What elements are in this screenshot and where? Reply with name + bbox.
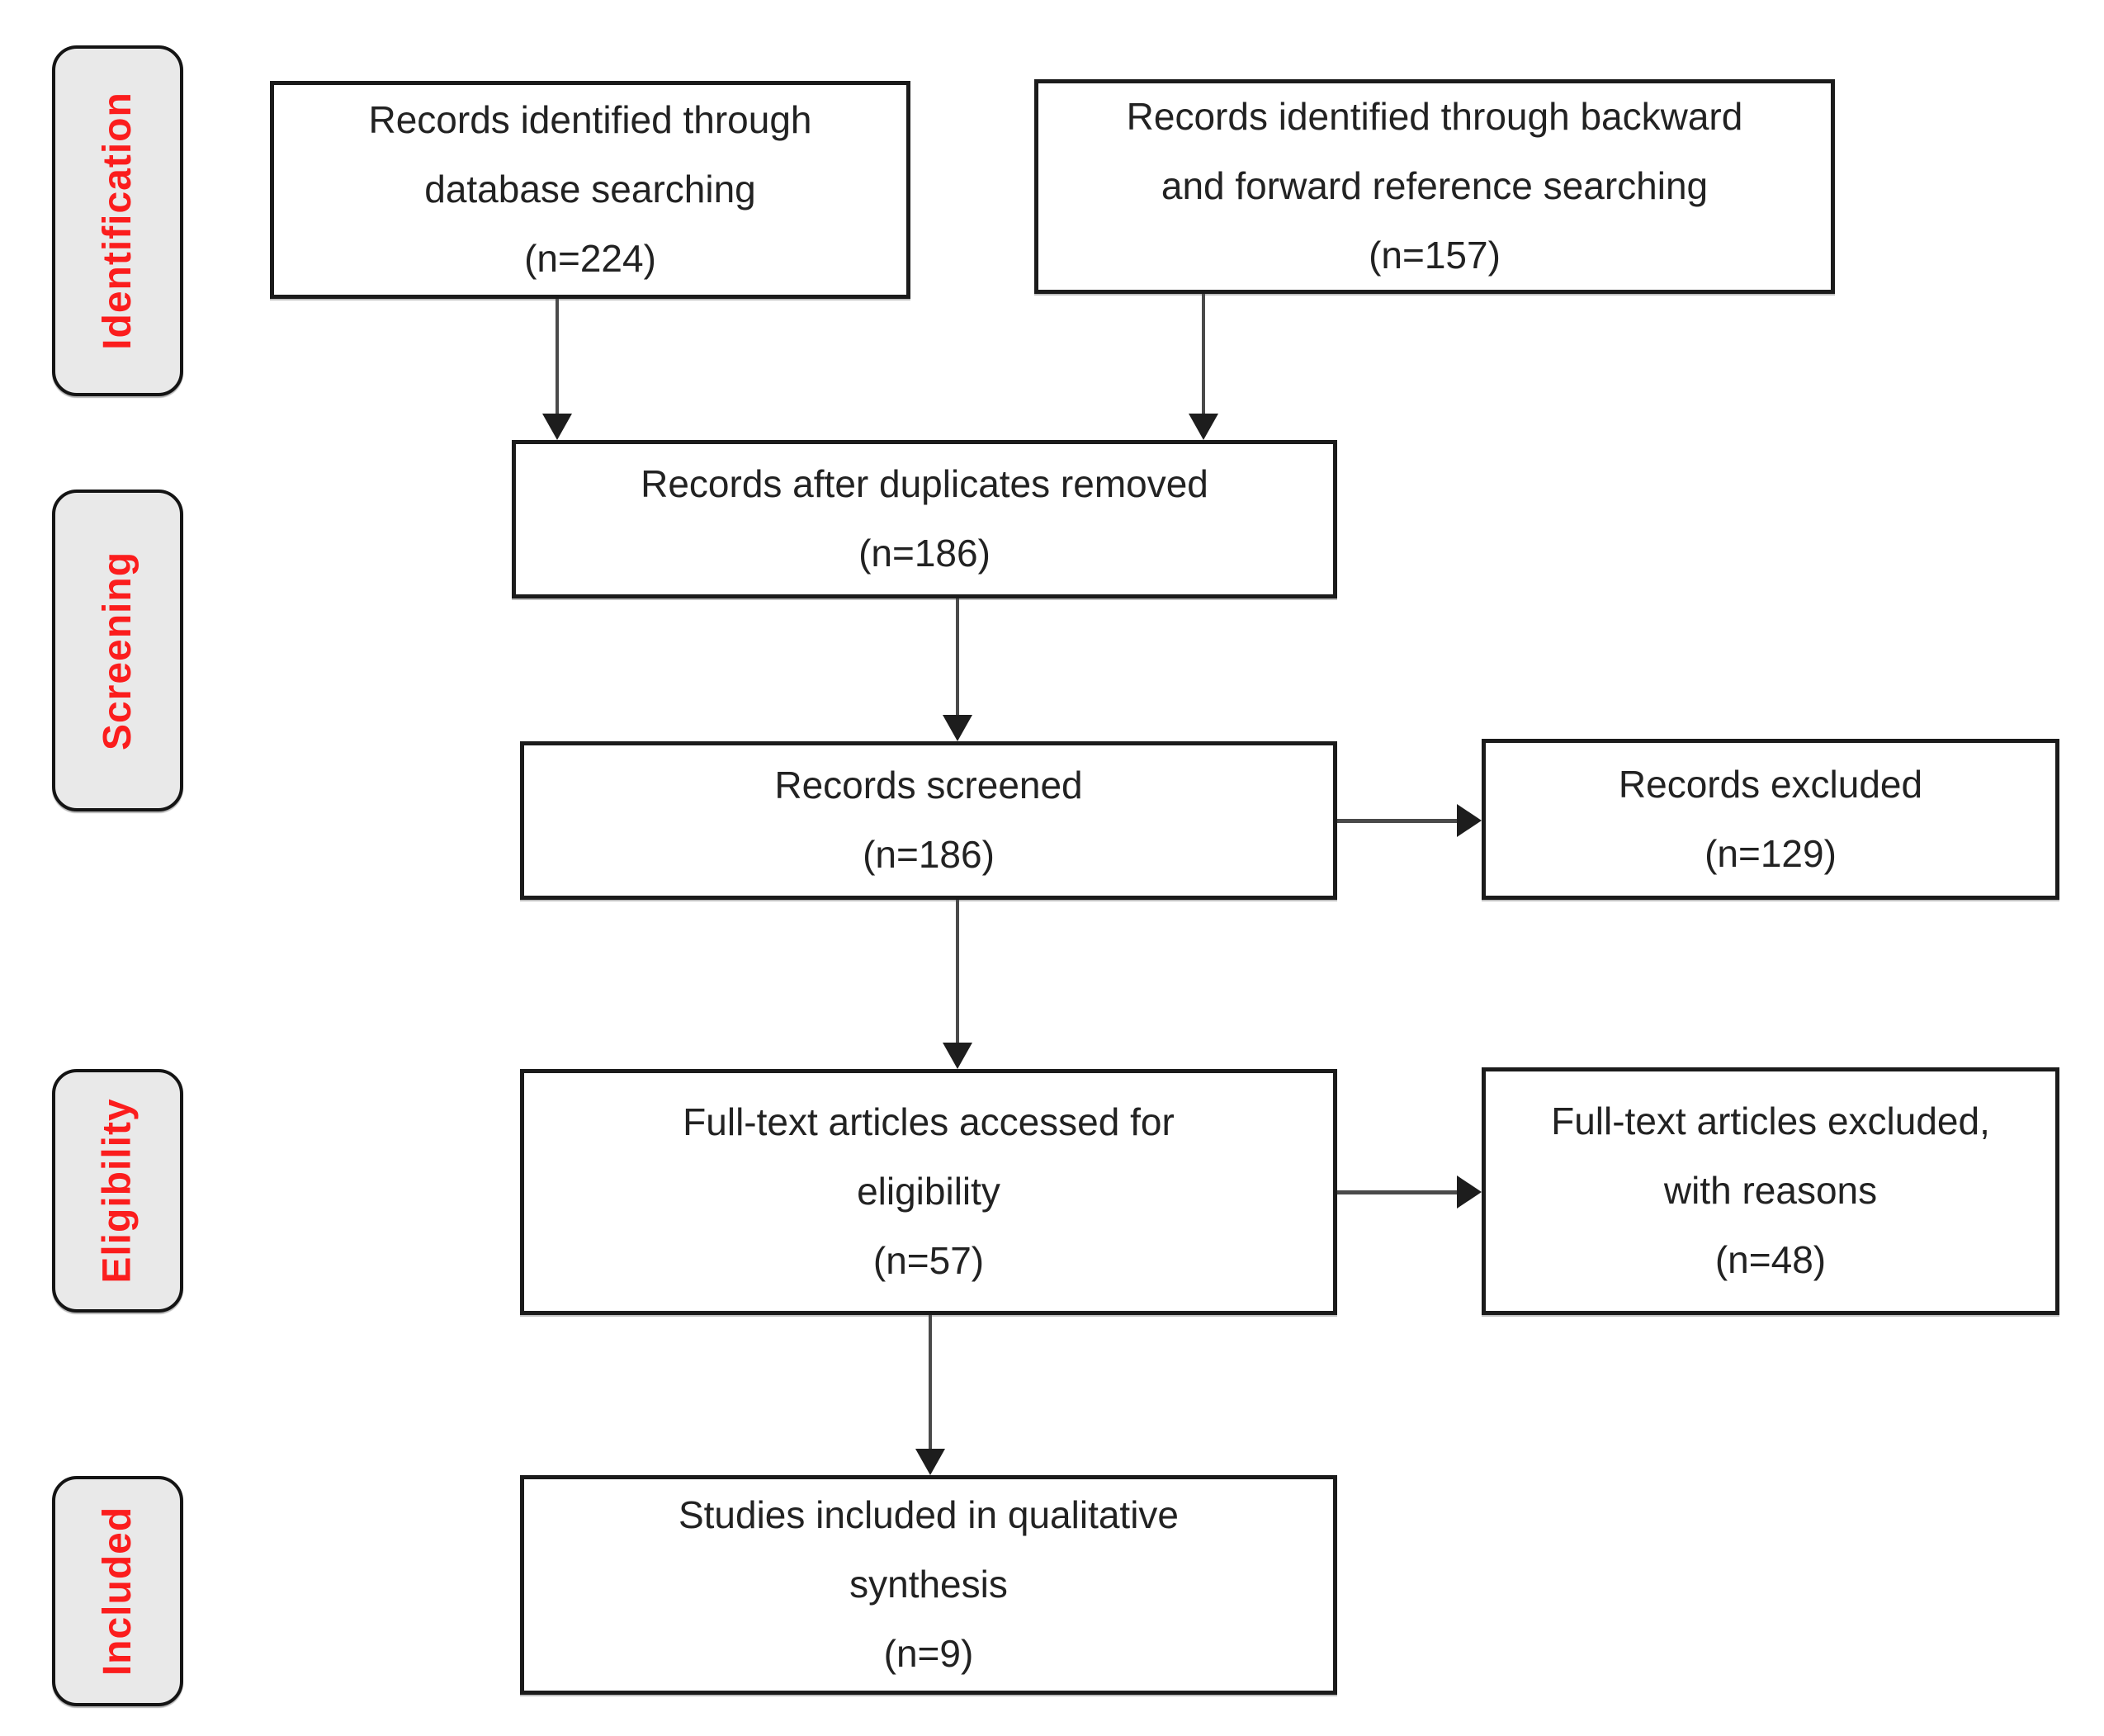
arrow-down-head — [943, 1043, 972, 1069]
stage-label-identification: Identification — [52, 45, 183, 396]
arrow-duplicates-to-screened — [943, 598, 972, 741]
box-records-identified-database: Records identified through database sear… — [270, 81, 910, 299]
arrow-shaft — [1337, 1190, 1462, 1194]
arrow-shaft — [1337, 819, 1462, 823]
stage-label-screening: Screening — [52, 490, 183, 811]
box-records-identified-references: Records identified through backward and … — [1034, 79, 1835, 294]
stage-label-screening-text: Screening — [96, 551, 140, 750]
arrow-references-to-duplicates — [1189, 294, 1218, 440]
arrow-shaft — [956, 900, 959, 1048]
arrow-database-to-duplicates — [542, 299, 572, 440]
arrow-shaft — [929, 1315, 932, 1454]
stage-label-identification-text: Identification — [96, 92, 140, 350]
box-studies-included: Studies included in qualitative synthesi… — [520, 1475, 1337, 1695]
arrow-shaft — [956, 598, 959, 720]
stage-label-eligibility-text: Eligibility — [96, 1098, 140, 1284]
arrow-fulltext-to-included — [915, 1315, 945, 1475]
arrow-down-head — [943, 715, 972, 741]
arrow-screened-to-fulltext — [943, 900, 972, 1069]
arrow-right-head — [1457, 1175, 1482, 1209]
arrow-down-head — [915, 1449, 945, 1475]
stage-label-eligibility: Eligibility — [52, 1069, 183, 1313]
arrow-screened-to-excluded — [1337, 804, 1482, 837]
arrow-shaft — [556, 299, 559, 419]
stage-label-included-text: Included — [96, 1506, 139, 1677]
arrow-right-head — [1457, 804, 1482, 837]
box-records-excluded: Records excluded (n=129) — [1482, 739, 2059, 900]
arrow-down-head — [1189, 414, 1218, 440]
arrow-fulltext-to-fulltext-excluded — [1337, 1175, 1482, 1209]
arrow-down-head — [542, 414, 572, 440]
box-records-after-duplicates-removed: Records after duplicates removed (n=186) — [512, 440, 1337, 598]
stage-label-included: Included — [52, 1476, 183, 1706]
box-fulltext-excluded: Full-text articles excluded, with reason… — [1482, 1067, 2059, 1315]
box-records-screened: Records screened (n=186) — [520, 741, 1337, 900]
arrow-shaft — [1202, 294, 1205, 419]
box-fulltext-assessed: Full-text articles accessed for eligibil… — [520, 1069, 1337, 1315]
